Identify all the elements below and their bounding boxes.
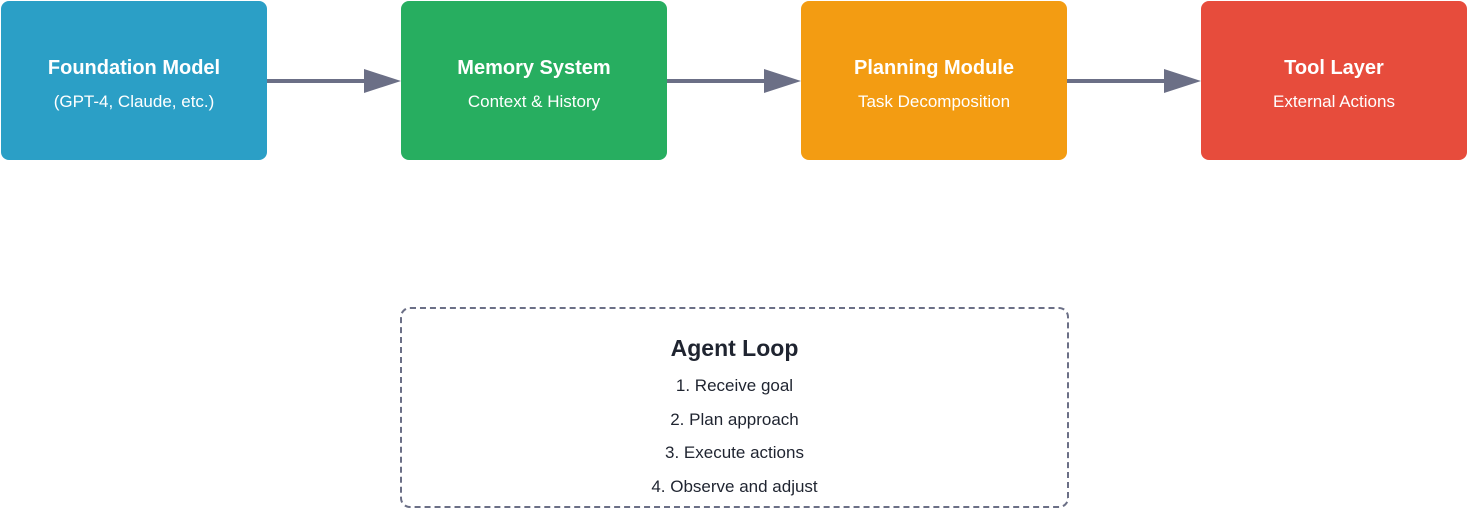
tool-layer-box: Tool Layer External Actions — [1201, 1, 1467, 160]
foundation-model-title: Foundation Model — [47, 57, 221, 79]
agent-loop-step: 4. Observe and adjust — [651, 476, 818, 496]
planning-module-box: Planning Module Task Decomposition — [801, 1, 1067, 160]
tool-layer-subtitle: External Actions — [1273, 92, 1395, 111]
memory-system-title: Memory System — [457, 57, 611, 79]
foundation-model-subtitle: (GPT-4, Claude, etc.) — [53, 92, 215, 111]
planning-module-title: Planning Module — [854, 57, 1014, 79]
tool-layer-title: Tool Layer — [1284, 57, 1384, 79]
agent-loop-steps: 1. Receive goal 2. Plan approach 3. Exec… — [402, 376, 1067, 510]
agent-loop-step: 1. Receive goal — [675, 376, 794, 395]
memory-system-box: Memory System Context & History — [401, 1, 667, 160]
arrow-planning-to-tool — [1067, 69, 1201, 93]
agent-loop-box: Agent Loop 1. Receive goal 2. Plan appro… — [400, 307, 1069, 508]
arrow-foundation-to-memory — [267, 69, 401, 93]
arrow-memory-to-planning — [667, 69, 801, 93]
agent-loop-step: 2. Plan approach — [670, 409, 799, 429]
agent-loop-step: 3. Execute actions — [665, 443, 804, 462]
agent-loop-title: Agent Loop — [670, 335, 799, 361]
planning-module-subtitle: Task Decomposition — [857, 92, 1011, 111]
memory-system-subtitle: Context & History — [467, 92, 601, 111]
foundation-model-box: Foundation Model (GPT-4, Claude, etc.) — [1, 1, 267, 160]
